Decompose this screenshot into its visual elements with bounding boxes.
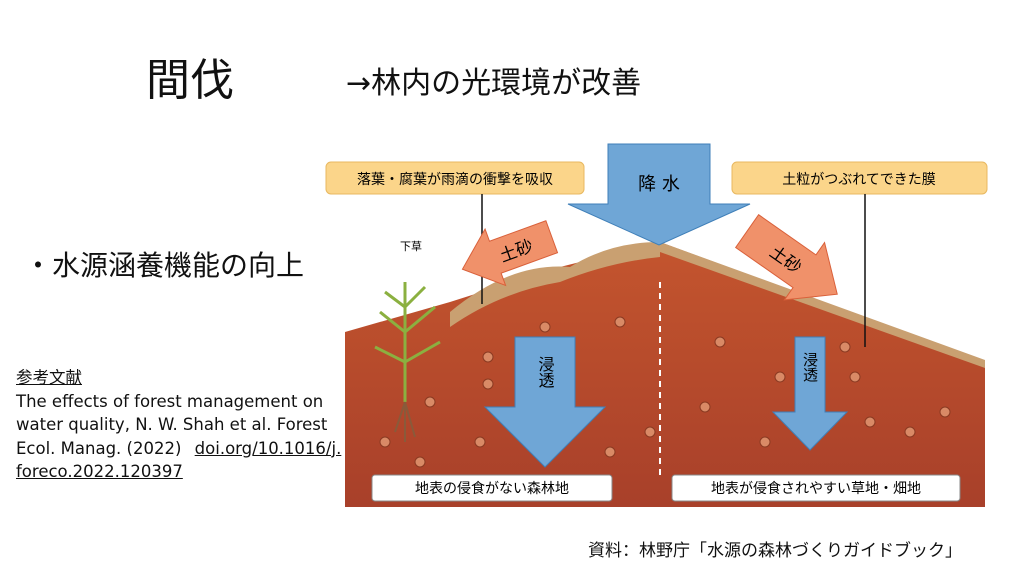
source-caption: 資料：林野庁「水源の森林づくりガイドブック」 (588, 541, 962, 561)
citation: The effects of forest management on wate… (16, 391, 328, 458)
bullet-point: ・水源涵養機能の向上 (24, 249, 305, 282)
slide-subtitle: →林内の光環境が改善 (346, 66, 642, 101)
slide-title: 間伐 (146, 55, 234, 106)
erosion-diagram: 下草 落葉・腐葉が雨滴の衝撃を吸収 土粒がつぶれてできた膜 降 水 土砂 土砂 … (325, 143, 988, 507)
svg-text:土粒がつぶれてできた膜: 土粒がつぶれてできた膜 (782, 172, 936, 188)
soil-mound (345, 242, 985, 507)
svg-text:落葉・腐葉が雨滴の衝撃を吸収: 落葉・腐葉が雨滴の衝撃を吸収 (357, 171, 553, 188)
references: 参考文献 The effects of forest management on… (16, 366, 346, 484)
svg-text:地表が侵食されやすい草地・畑地: 地表が侵食されやすい草地・畑地 (711, 480, 921, 497)
infiltration-arrow-right: 浸透 (771, 336, 849, 451)
label-grass-farmland: 地表が侵食されやすい草地・畑地 (671, 474, 961, 502)
label-leaf-litter: 落葉・腐葉が雨滴の衝撃を吸収 (325, 161, 585, 195)
undergrowth-plant (374, 282, 441, 442)
svg-text:浸透: 浸透 (801, 352, 819, 383)
label-forest-land: 地表の侵食がない森林地 (371, 474, 613, 502)
infiltration-arrow-left: 浸透 (483, 336, 607, 468)
doi-link[interactable]: doi.org/10.1016/j.foreco.2022.120397 (16, 438, 342, 482)
soil-arrow-right: 土砂 (734, 214, 838, 301)
references-heading: 参考文献 (16, 368, 82, 387)
svg-text:浸透: 浸透 (536, 356, 555, 389)
soil-arrow-left: 土砂 (461, 220, 559, 287)
label-crust: 土粒がつぶれてできた膜 (731, 161, 988, 195)
rain-arrow: 降 水 (567, 143, 751, 246)
svg-text:降 水: 降 水 (638, 174, 680, 195)
undergrowth-label: 下草 (400, 240, 422, 253)
svg-text:地表の侵食がない森林地: 地表の侵食がない森林地 (415, 480, 569, 497)
